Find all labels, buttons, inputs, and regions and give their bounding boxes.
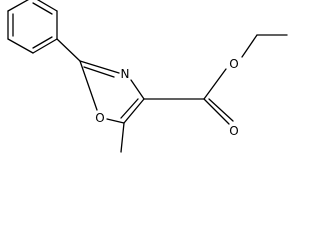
ester-oxygen-label: O <box>229 57 238 71</box>
bond <box>36 0 58 12</box>
aromatic-inner-bond <box>32 36 53 49</box>
ester-o-ch2-bond <box>241 34 258 58</box>
bond <box>32 38 58 54</box>
c4-c5-double-bond <box>120 98 139 119</box>
phenyl-ring <box>7 0 58 54</box>
oxazole-ring <box>79 60 145 124</box>
carbonyl-co-bond <box>203 98 230 125</box>
carbonyl-co-double-bond <box>208 98 234 122</box>
bond <box>7 0 29 12</box>
carbonyl-oxygen-label: O <box>229 124 238 138</box>
structure-canvas: N O O O <box>7 0 288 153</box>
c2-o1-bond <box>79 60 98 111</box>
molecule-diagram: N O O O <box>7 0 288 153</box>
bond <box>7 38 34 54</box>
phenyl-oxazole-bond <box>56 38 81 62</box>
c2-n3-double-bond <box>83 66 115 78</box>
c2-n3-bond <box>79 60 120 74</box>
ester-group <box>143 34 288 125</box>
ring-nitrogen-label: N <box>121 67 130 81</box>
ring-oxygen-label: O <box>95 111 104 125</box>
c5-o1-bond <box>106 118 125 124</box>
c4-c5-bond <box>123 98 145 124</box>
methyl-bond <box>120 122 125 153</box>
n3-c4-bond <box>130 79 145 100</box>
aromatic-inner-bond <box>32 2 53 15</box>
carbonyl-ester-o-bond <box>203 68 227 100</box>
